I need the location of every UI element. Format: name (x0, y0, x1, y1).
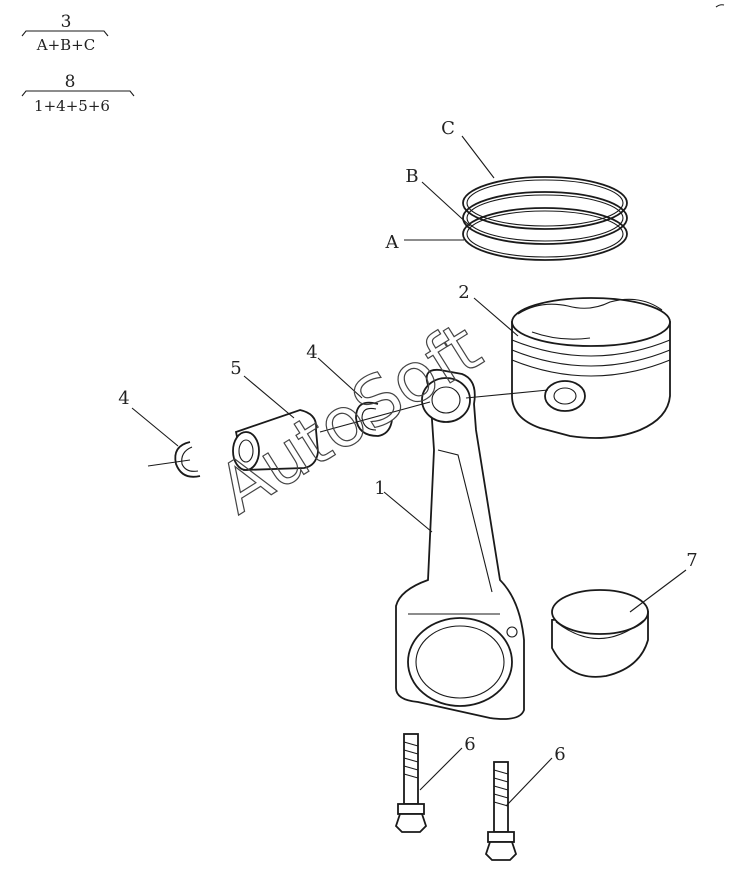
piston (511, 297, 671, 439)
legend-group-1: 3 A+B+C (21, 12, 109, 54)
bolt-left (394, 733, 428, 833)
callout-piston: 2 (458, 282, 469, 303)
piston-rings (462, 176, 628, 261)
assembly-axis-right (319, 389, 549, 433)
bearing-shell (551, 589, 649, 678)
legend-group-1-parts: A+B+C (36, 36, 95, 54)
connecting-rod (395, 368, 525, 720)
callout-piston-pin: 5 (230, 358, 241, 379)
corner-mark (715, 4, 725, 8)
callout-snap-ring-right: 4 (306, 342, 317, 363)
legend-group-2-bar (21, 90, 135, 97)
ring-a (462, 207, 628, 261)
callout-snap-ring-left: 4 (118, 388, 129, 409)
legend-group-1-bar (21, 30, 109, 37)
legend-group-1-number: 3 (61, 12, 72, 32)
legend-group-2-number: 8 (65, 72, 76, 92)
snap-ring-right (355, 401, 393, 437)
leader-lines (131, 135, 687, 807)
piston-pin (232, 409, 319, 471)
ring-b (462, 191, 628, 245)
callout-bolt-right: 6 (554, 744, 565, 765)
callout-ring-a: A (385, 232, 400, 253)
legend-group-2-parts: 1+4+5+6 (34, 97, 110, 115)
callout-bolt-left: 6 (464, 734, 475, 755)
callout-ring-b: B (405, 166, 418, 187)
callout-connecting-rod: 1 (374, 478, 385, 499)
assembly-axis-left (147, 459, 191, 467)
bolt-right (484, 761, 518, 861)
snap-ring-left (174, 441, 201, 478)
legend-group-2: 8 1+4+5+6 (21, 72, 135, 115)
ring-c (462, 176, 628, 230)
callout-bearing: 7 (686, 550, 697, 571)
callout-ring-c: C (441, 118, 455, 139)
